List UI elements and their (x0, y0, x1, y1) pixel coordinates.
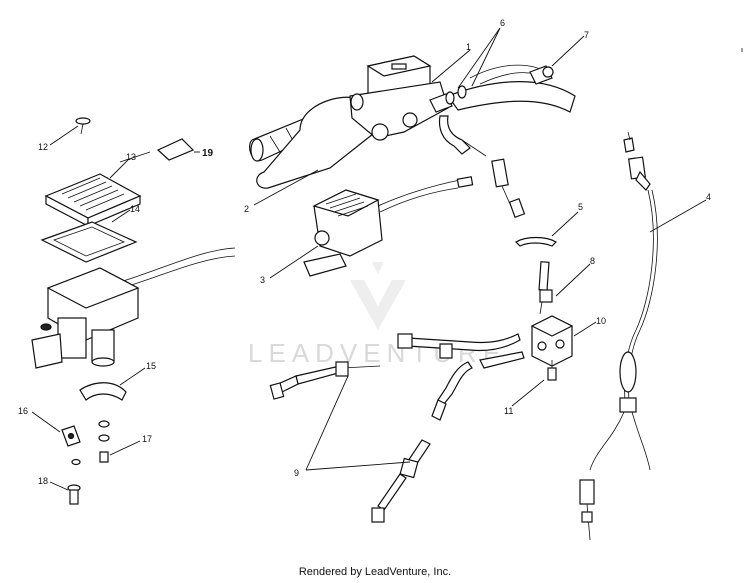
part-9-brake-lines (269, 361, 431, 523)
part-14-gasket (40, 221, 138, 263)
callout-17: 17 (142, 434, 152, 444)
part-12-screw (75, 117, 91, 135)
part-4-throttle-cable (579, 131, 658, 541)
watermark-logo (350, 262, 406, 330)
part-16-pivot (61, 425, 81, 447)
part-7-banjo-bolt (529, 65, 554, 85)
part-brake-lever (447, 64, 576, 113)
callout-6: 6 (500, 18, 505, 28)
callout-8: 8 (590, 256, 595, 266)
callout-10: 10 (596, 316, 606, 326)
callout-3: 3 (260, 275, 265, 285)
part-11-bolt (547, 360, 557, 381)
callout-5: 5 (578, 202, 583, 212)
callout-19: 19 (202, 148, 214, 159)
callout-9: 9 (294, 468, 299, 478)
part-master-cylinder-body (31, 267, 140, 369)
callout-14: 14 (130, 204, 140, 214)
part-2-handlebar-grip (249, 96, 379, 189)
part-17-bolt (71, 420, 110, 466)
callout-11: 11 (504, 406, 513, 416)
part-brake-hose-upper (491, 158, 526, 218)
part-6-washers (445, 85, 467, 105)
part-8-fitting (538, 261, 553, 315)
callout-7: 7 (584, 30, 589, 40)
callout-4: 4 (706, 192, 711, 202)
callout-2: 2 (244, 204, 249, 214)
part-5-clip (515, 236, 557, 247)
callout-15: 15 (146, 361, 156, 371)
footer-credit: Rendered by LeadVenture, Inc. (298, 566, 452, 578)
part-19-decal (156, 138, 195, 161)
callout-1: 1 (466, 42, 471, 52)
part-18-screw (67, 484, 81, 505)
callout-12: 12 (38, 142, 48, 152)
callout-13: 13 (126, 152, 136, 162)
callout-18: 18 (38, 476, 48, 486)
callout-16: 16 (18, 406, 28, 416)
part-15-boot (79, 382, 127, 401)
part-13-reservoir-cover (44, 173, 142, 227)
part-10-junction-block (530, 315, 574, 367)
part-1-master-cylinder (349, 55, 453, 141)
part-3-switch-housing (303, 176, 474, 277)
